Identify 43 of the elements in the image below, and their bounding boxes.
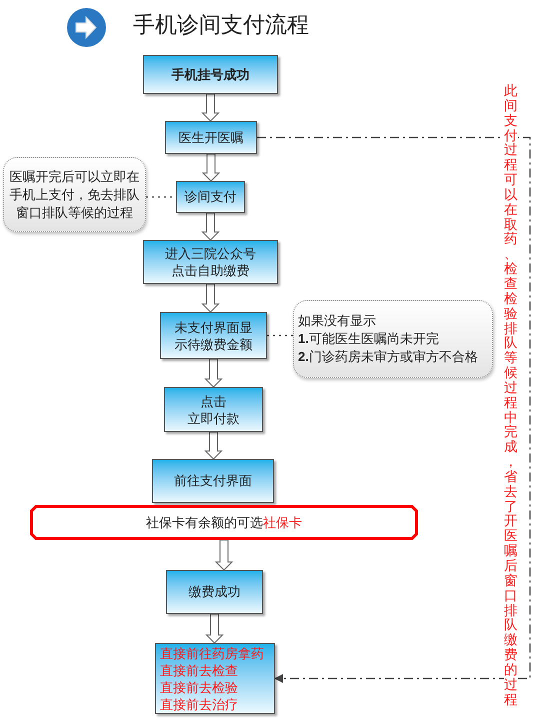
node-text: 前往支付界面 [174,472,252,490]
process-box [152,459,274,503]
node-text: 社保卡 [263,514,302,532]
node-text: 2.门诊药房未审方或审方不合格 [298,348,478,366]
node-text: 点击 [200,392,226,410]
block-arrow [202,154,220,182]
callout-box [3,157,146,232]
process-box [143,240,278,284]
node-text: 缴费成功 [188,583,240,602]
process-box [164,387,263,432]
block-arrow [204,358,223,388]
node-text: 如果没有显示 [298,312,376,330]
process-box [165,121,257,154]
process-box [160,312,267,359]
node-text: 直接前去检验 [160,678,238,696]
block-arrow [204,432,223,460]
node-text: 医嘱开完后可以立即在手机上支付，免去排队窗口排队等候的过程 [8,168,140,222]
node-text: 未支付界面显示待缴费金额 [174,318,254,352]
block-arrow [201,284,220,313]
node-text: 直接前往药房拿药 [160,644,264,662]
block-arrow [214,540,234,571]
process-box [166,570,263,614]
node-text: 社保卡有余额的可选 [146,514,263,532]
process-box [176,181,245,213]
connector-line [267,334,293,336]
node-text: 1.可能医生医嘱尚未开完 [298,330,439,348]
node-text: 直接前去治疗 [160,696,238,712]
node-text: 立即付款 [188,410,240,426]
node-text: 进入三院公众号 [165,245,256,262]
block-arrow [205,614,224,644]
node-text: 医生开医嘱 [178,128,244,147]
node-text: 手机挂号成功 [172,66,250,84]
vertical-note: 此间支付过程可以在取药、检查检验排队等候过程中完成，省去了开医嘱后窗口排队缴费的过程 [504,84,518,708]
node-text: 点击自助缴费 [172,262,250,279]
node-text: 诊间支付 [184,188,236,206]
process-box [143,55,278,94]
block-arrow [201,212,220,241]
block-arrow [201,94,220,122]
title: 手机诊间支付流程 [133,14,309,36]
process-box [155,643,275,714]
node-text: 直接前去检查 [160,662,238,678]
callout-box [293,300,493,378]
arrow [257,136,531,683]
